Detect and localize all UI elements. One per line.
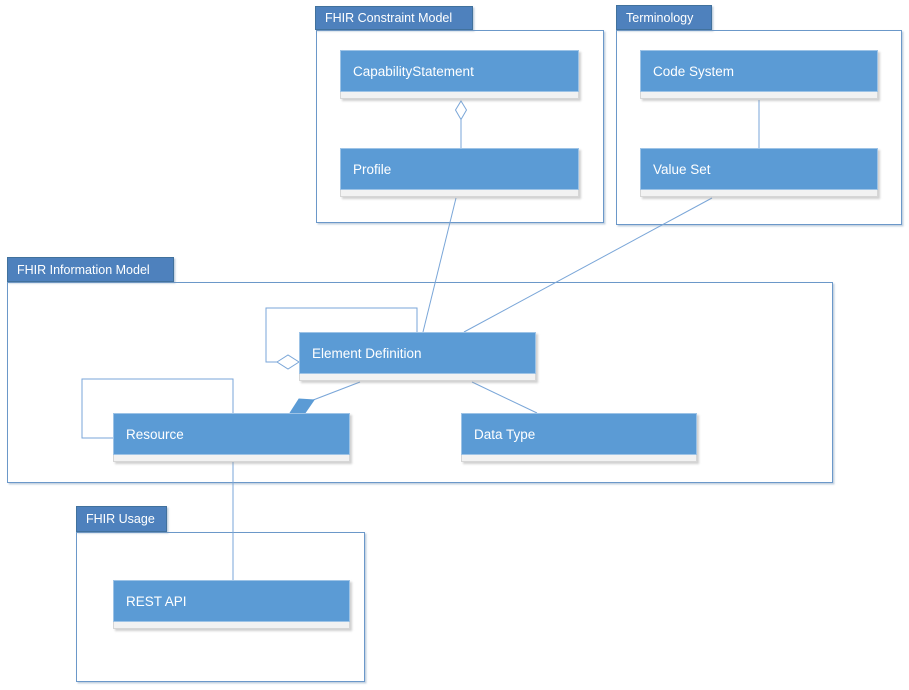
package-tab-fhir-usage: FHIR Usage xyxy=(76,506,167,532)
class-compartment xyxy=(340,92,579,99)
package-tab-fhir-information-model: FHIR Information Model xyxy=(7,257,174,282)
class-compartment xyxy=(640,190,878,197)
class-label: Resource xyxy=(113,413,350,455)
class-compartment xyxy=(461,455,697,462)
class-rest-api: REST API xyxy=(113,580,350,629)
class-label: Code System xyxy=(640,50,878,92)
class-label: Data Type xyxy=(461,413,697,455)
class-capabilitystatement: CapabilityStatement xyxy=(340,50,579,99)
class-label: CapabilityStatement xyxy=(340,50,579,92)
class-compartment xyxy=(640,92,878,99)
class-compartment xyxy=(113,622,350,629)
package-label: FHIR Constraint Model xyxy=(325,11,453,25)
class-compartment xyxy=(113,455,350,462)
package-label: FHIR Usage xyxy=(86,512,155,526)
class-code-system: Code System xyxy=(640,50,878,99)
class-label: REST API xyxy=(113,580,350,622)
class-value-set: Value Set xyxy=(640,148,878,197)
class-compartment xyxy=(299,374,536,381)
class-profile: Profile xyxy=(340,148,579,197)
class-resource: Resource xyxy=(113,413,350,462)
package-tab-fhir-constraint-model: FHIR Constraint Model xyxy=(315,6,473,30)
package-label: FHIR Information Model xyxy=(17,262,150,277)
class-data-type: Data Type xyxy=(461,413,697,462)
class-label: Value Set xyxy=(640,148,878,190)
class-compartment xyxy=(340,190,579,197)
class-label: Element Definition xyxy=(299,332,536,374)
package-label: Terminology xyxy=(626,10,694,25)
class-element-definition: Element Definition xyxy=(299,332,536,381)
class-label: Profile xyxy=(340,148,579,190)
package-tab-terminology: Terminology xyxy=(616,5,712,30)
